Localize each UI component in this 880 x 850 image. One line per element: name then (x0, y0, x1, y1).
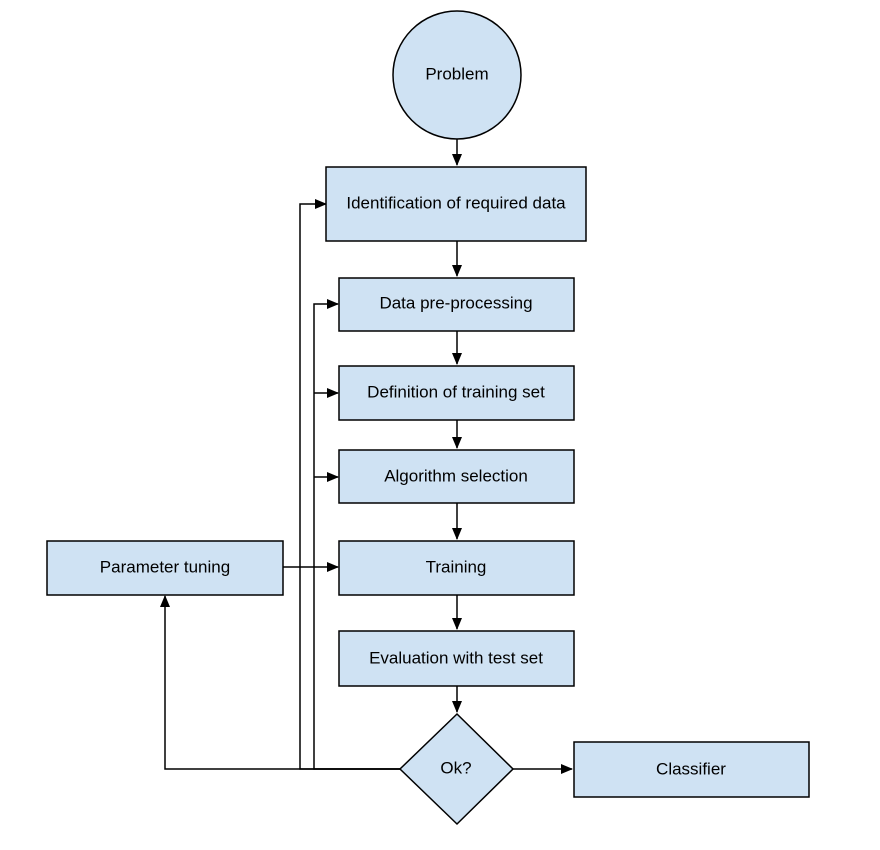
node-decision: Ok? (398, 712, 515, 826)
node-evaluation: Evaluation with test set (338, 630, 575, 687)
parameter-tuning-box (46, 540, 284, 596)
problem-label: Problem (425, 64, 488, 83)
training-set-box (338, 365, 575, 421)
decision-diamond (398, 712, 515, 826)
node-problem: Problem (392, 10, 522, 140)
training-set-label: Definition of training set (367, 382, 545, 401)
node-algorithm: Algorithm selection (338, 449, 575, 504)
classifier-box (573, 741, 810, 798)
classifier-label: Classifier (656, 759, 726, 778)
parameter-tuning-label: Parameter tuning (100, 557, 230, 576)
preprocessing-label: Data pre-processing (379, 293, 532, 312)
connectors (160, 139, 573, 774)
identification-box (325, 166, 587, 242)
evaluation-label: Evaluation with test set (369, 648, 543, 667)
node-preprocessing: Data pre-processing (338, 277, 575, 332)
training-label: Training (426, 557, 487, 576)
preprocessing-box (338, 277, 575, 332)
training-box (338, 540, 575, 596)
node-training: Training (338, 540, 575, 596)
node-parameter-tuning: Parameter tuning (46, 540, 284, 596)
identification-label: Identification of required data (346, 193, 566, 212)
edge-decision-to-parameter-tuning (160, 595, 400, 770)
decision-label: Ok? (440, 758, 471, 777)
problem-circle (392, 10, 522, 140)
algorithm-label: Algorithm selection (384, 466, 528, 485)
evaluation-box (338, 630, 575, 687)
algorithm-box (338, 449, 575, 504)
node-training-set: Definition of training set (338, 365, 575, 421)
node-identification: Identification of required data (325, 166, 587, 242)
node-classifier: Classifier (573, 741, 810, 798)
